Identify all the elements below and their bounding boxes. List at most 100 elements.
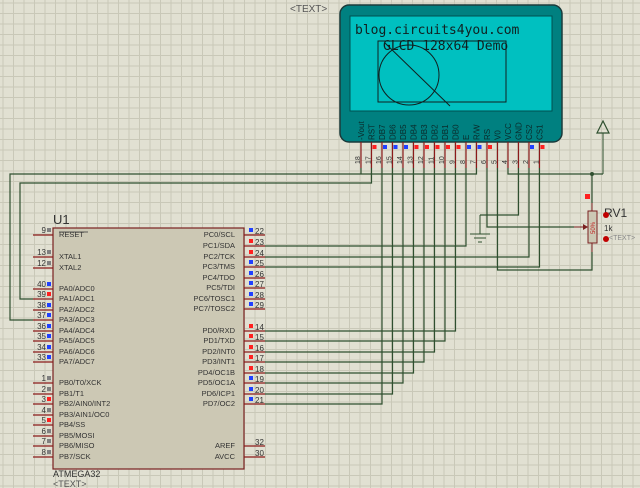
ground-symbol bbox=[470, 215, 490, 243]
wire bbox=[265, 168, 404, 384]
lcd-pin-6[interactable]: RS6 bbox=[481, 129, 492, 168]
mcu-pin-number: 39 bbox=[37, 290, 46, 299]
pin-state-indicator bbox=[47, 429, 51, 433]
mcu-pin-number: 32 bbox=[255, 438, 264, 447]
pin-state-indicator bbox=[540, 145, 545, 149]
pin-state-indicator bbox=[425, 145, 429, 149]
lcd-pin-5[interactable]: V05 bbox=[492, 130, 503, 168]
mcu-pin-label: PC4/TDO bbox=[202, 273, 235, 282]
pot-state-indicator bbox=[585, 194, 590, 199]
glcd-module[interactable]: <TEXT> blog.circuits4you.com GLCD 128x64… bbox=[290, 4, 563, 168]
lcd-pin-number: 14 bbox=[397, 156, 404, 164]
lcd-pin-label: DB4 bbox=[410, 124, 419, 140]
pin-state-indicator bbox=[47, 324, 51, 328]
pin-state-indicator bbox=[47, 345, 51, 349]
pin-state-indicator bbox=[249, 292, 253, 296]
lcd-pin-number: 11 bbox=[429, 157, 436, 164]
mcu-pin-number: 27 bbox=[255, 280, 264, 289]
mcu-pin-number: 36 bbox=[37, 322, 46, 331]
lcd-pin-number: 16 bbox=[376, 156, 383, 164]
pin-state-indicator bbox=[47, 282, 51, 286]
lcd-pin-7[interactable]: R/W7 bbox=[471, 124, 482, 168]
lcd-pin-label: CS2 bbox=[525, 124, 534, 140]
lcd-text-label: <TEXT> bbox=[290, 4, 327, 15]
lcd-pin-2[interactable]: CS2 2 bbox=[523, 124, 534, 168]
lcd-pin-number: 2 bbox=[523, 160, 530, 164]
pin-state-indicator bbox=[249, 302, 253, 306]
mcu-pin-number: 28 bbox=[255, 291, 264, 300]
lcd-pin-8[interactable]: E8 bbox=[460, 135, 471, 168]
pin-state-indicator bbox=[383, 145, 387, 149]
mcu-pin-number: 25 bbox=[255, 259, 264, 268]
pin-state-indicator bbox=[249, 239, 253, 243]
lcd-pin-number: 10 bbox=[439, 156, 446, 164]
mcu-body bbox=[52, 227, 245, 470]
mcu-pin-label: PD7/OC2 bbox=[203, 399, 235, 408]
pin-state-indicator bbox=[249, 366, 253, 370]
pin-state-indicator bbox=[404, 145, 408, 149]
potentiometer-rv1[interactable]: 50% RV1 1k <TEXT> bbox=[574, 194, 635, 252]
mcu-part: ATMEGA32 bbox=[53, 469, 100, 479]
power-terminal-symbol bbox=[596, 119, 610, 174]
lcd-pin-number: 6 bbox=[481, 160, 488, 164]
lcd-pin-number: 9 bbox=[450, 160, 457, 164]
mcu-pin-number: 34 bbox=[37, 343, 46, 352]
mcu-pin-number: 40 bbox=[37, 280, 46, 289]
pin-state-indicator bbox=[47, 292, 51, 296]
pin-state-indicator bbox=[47, 303, 51, 307]
pin-state-indicator bbox=[456, 145, 461, 149]
